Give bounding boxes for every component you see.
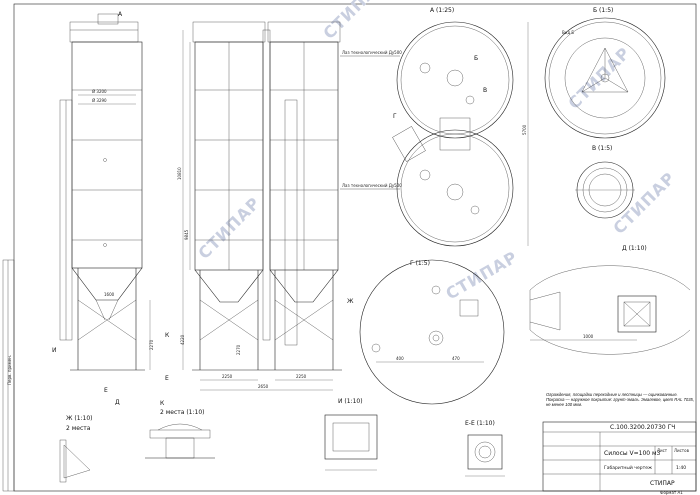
marker-g-plan: Г bbox=[393, 113, 397, 120]
dim-d5700: 5700 bbox=[522, 124, 527, 135]
dim-d400: 400 bbox=[396, 356, 404, 361]
marker-a: А bbox=[118, 11, 123, 18]
note-view-k: 2 места (1:10) bbox=[160, 409, 204, 416]
view-zh-detail: Ж (1:10) 2 места bbox=[59, 415, 93, 483]
watermark-3: СТИПАР bbox=[564, 43, 634, 113]
note-view-b: Вид Б bbox=[562, 30, 574, 35]
title-view-k: К bbox=[160, 400, 165, 407]
note-tech-hatch-2: Лаз технологический Ду500 bbox=[342, 183, 402, 188]
dim-h9845: 9845 bbox=[184, 229, 189, 240]
watermark-5: СТИПАР bbox=[443, 247, 521, 303]
title-view-b: Б (1:5) bbox=[593, 7, 613, 14]
silo-front-view: Ø 3200 Ø 3290 1600 2270 А И Е Д bbox=[52, 11, 154, 406]
dim-w2250-1: 2250 bbox=[222, 374, 233, 379]
format-label: Формат А1 bbox=[660, 490, 683, 495]
dim-h10810: 10810 bbox=[177, 167, 182, 180]
section-ee-detail: Е-Е (1:10) bbox=[465, 420, 505, 477]
drawing-scale: 1:40 bbox=[676, 465, 686, 471]
dim-d470: 470 bbox=[452, 356, 460, 361]
marker-e-side: Е bbox=[165, 375, 169, 382]
dim-d3200: Ø 3200 bbox=[92, 89, 107, 94]
view-i-detail: И (1:10) bbox=[324, 398, 378, 471]
marker-v-plan: В bbox=[483, 87, 487, 94]
dim-d3290: Ø 3290 bbox=[92, 98, 107, 103]
title-block: С.100.3200.20730 ГЧ Силосы V=100 м3 Габа… bbox=[542, 421, 697, 495]
silo-side-view: 10810 9845 2250 2250 2650 4220 2270 К Е … bbox=[165, 21, 354, 391]
marker-d-front: Д bbox=[115, 399, 120, 406]
marker-i: И bbox=[52, 347, 57, 354]
note-view-zh: 2 места bbox=[66, 425, 91, 432]
dim-d1000: 1000 bbox=[583, 334, 594, 339]
dim-d1600-front: 1600 bbox=[104, 292, 115, 297]
title-section-a: А (1:25) bbox=[430, 7, 454, 14]
watermark-4: СТИПАР bbox=[609, 168, 679, 238]
product-subtitle: Габаритный чертеж bbox=[604, 464, 652, 471]
marker-zh: Ж bbox=[347, 298, 354, 305]
watermark-2: СТИПАР bbox=[319, 0, 389, 43]
company-name: СТИПАР bbox=[650, 480, 675, 487]
sheets-label: Листов bbox=[674, 448, 690, 453]
view-v-detail: В (1:5) bbox=[575, 145, 635, 219]
notes-text: Ограждения, площадки переходные и лестни… bbox=[546, 392, 695, 407]
marker-b-plan: Б bbox=[474, 55, 478, 62]
title-view-d: Д (1:10) bbox=[622, 245, 647, 252]
title-section-ee: Е-Е (1:10) bbox=[465, 420, 495, 427]
left-margin-stamp: Перв. примен. bbox=[7, 355, 12, 385]
view-g-detail: Г (1:5) 400 470 bbox=[359, 259, 505, 405]
drawing-code: С.100.3200.20730 ГЧ bbox=[610, 424, 675, 431]
sheet-frame bbox=[13, 3, 697, 492]
dim-h2270-front: 2270 bbox=[149, 339, 154, 350]
title-view-v: В (1:5) bbox=[592, 145, 612, 152]
notes-block: Ограждения, площадки переходные и лестни… bbox=[546, 392, 695, 407]
dim-h4220: 4220 bbox=[180, 334, 185, 345]
dim-w2650: 2650 bbox=[258, 384, 269, 389]
product-name: Силосы V=100 м3 bbox=[604, 450, 661, 457]
marker-k: К bbox=[165, 332, 170, 339]
view-d-detail: Д (1:10) 1000 bbox=[529, 245, 691, 355]
sheet-label: Лист bbox=[657, 448, 668, 453]
section-a-plan: А (1:25) Лаз технологический Ду500 Лаз т… bbox=[340, 7, 529, 247]
marker-e-front: Е bbox=[104, 387, 108, 394]
left-margin-strip bbox=[2, 259, 15, 492]
watermark-1: СТИПАР bbox=[194, 193, 264, 263]
view-k-detail: К 2 места (1:10) bbox=[145, 400, 215, 459]
title-view-i: И (1:10) bbox=[338, 398, 363, 405]
note-tech-hatch-1: Лаз технологический Ду500 bbox=[342, 50, 402, 55]
title-view-g: Г (1:5) bbox=[410, 260, 430, 267]
title-view-zh: Ж (1:10) bbox=[66, 415, 93, 422]
dim-h2270-side: 2270 bbox=[236, 344, 241, 355]
view-b-detail: Б (1:5) Вид Б bbox=[544, 7, 666, 139]
dim-w2250-2: 2250 bbox=[296, 374, 307, 379]
